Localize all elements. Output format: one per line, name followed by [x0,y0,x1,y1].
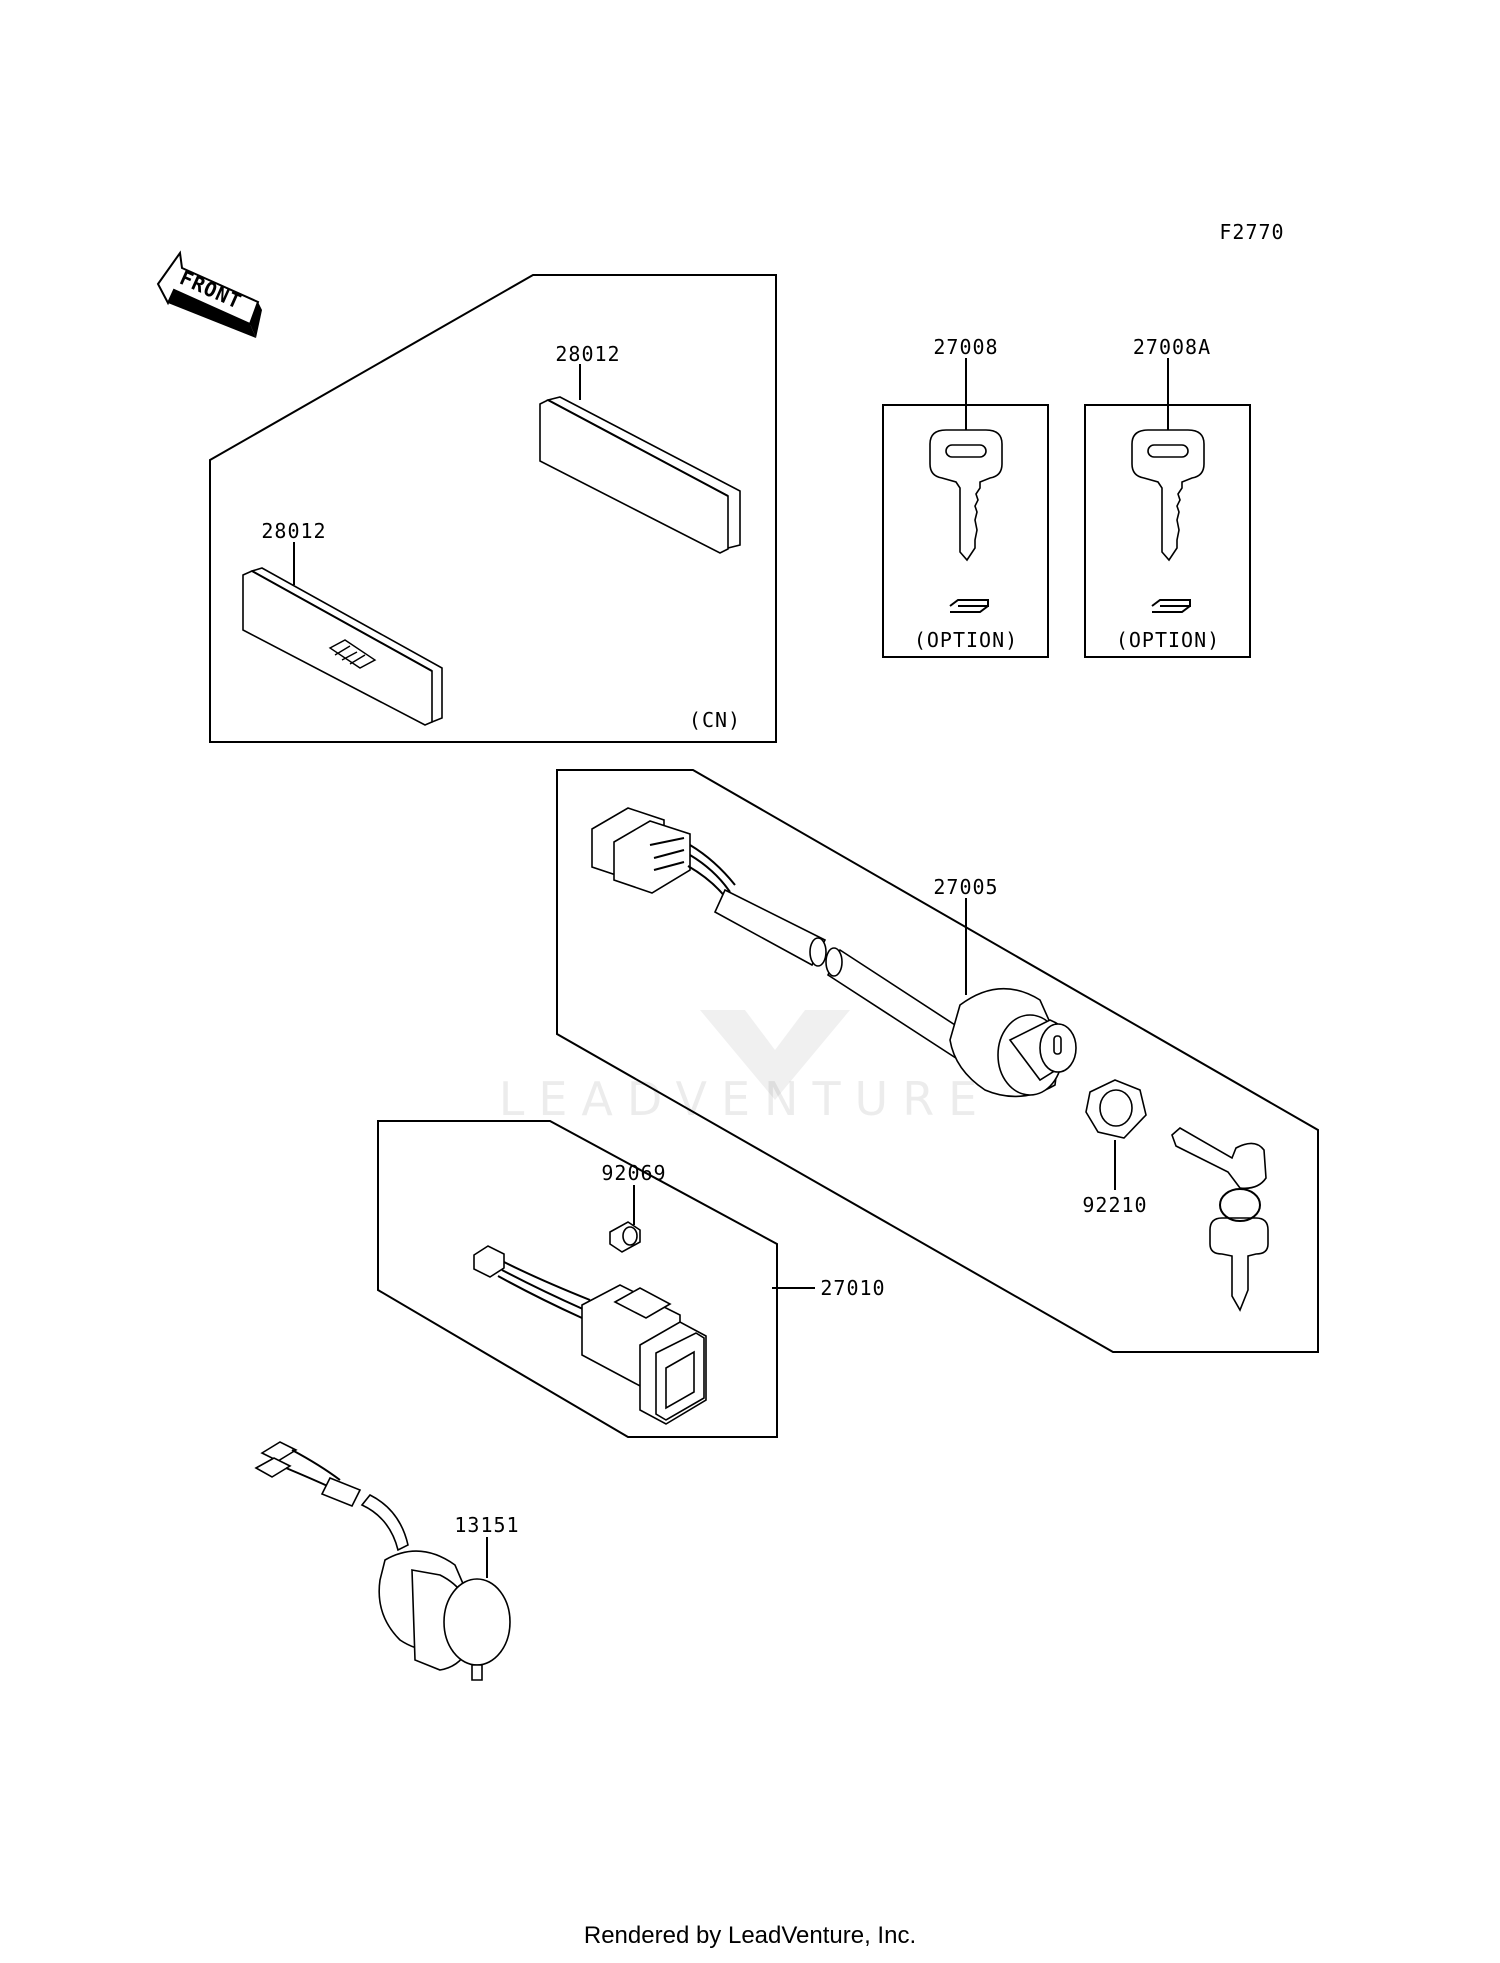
power-socket [254,1441,511,1681]
callout-27008: 27008 [933,335,998,359]
reflector-top [539,396,741,554]
cn-note: (CN) [689,708,741,732]
callout-92210: 92210 [1082,1193,1147,1217]
callout-27010: 27010 [820,1276,885,1300]
callout-27008A: 27008A [1133,335,1211,359]
figure-code: F2770 [1219,220,1284,244]
bulb-icon [609,1221,641,1253]
switch-group: 92069 27010 [377,1120,885,1438]
reflector-group: 28012 28012 (CN) [209,274,777,743]
callout-27005: 27005 [933,875,998,899]
option-label-27008A: (OPTION) [1116,628,1220,652]
watermark: LEADVENTURE [499,1010,992,1126]
callout-28012-bottom: 28012 [261,519,326,543]
key-27008A-group: 27008A (OPTION) [1084,335,1251,658]
key-pair-icon [1171,1127,1269,1312]
key-icon [1131,429,1205,562]
hex-nut [1085,1079,1147,1139]
key-icon [929,429,1003,562]
connector [591,807,691,894]
push-switch [581,1284,707,1425]
callout-92069: 92069 [601,1161,666,1185]
ignition-switch [949,987,1077,1098]
front-arrow-icon: FRONT [156,250,262,338]
option-label-27008: (OPTION) [914,628,1018,652]
footer-credit: Rendered by LeadVenture, Inc. [583,1922,917,1949]
reflector-bottom [242,567,443,726]
ignition-switch-group: 27005 92210 [556,769,1319,1353]
key-27008-group: 27008 (OPTION) [882,335,1049,658]
callout-13151: 13151 [454,1513,519,1537]
callout-28012-top: 28012 [555,342,620,366]
svg-text:LEADVENTURE: LEADVENTURE [499,1072,992,1126]
